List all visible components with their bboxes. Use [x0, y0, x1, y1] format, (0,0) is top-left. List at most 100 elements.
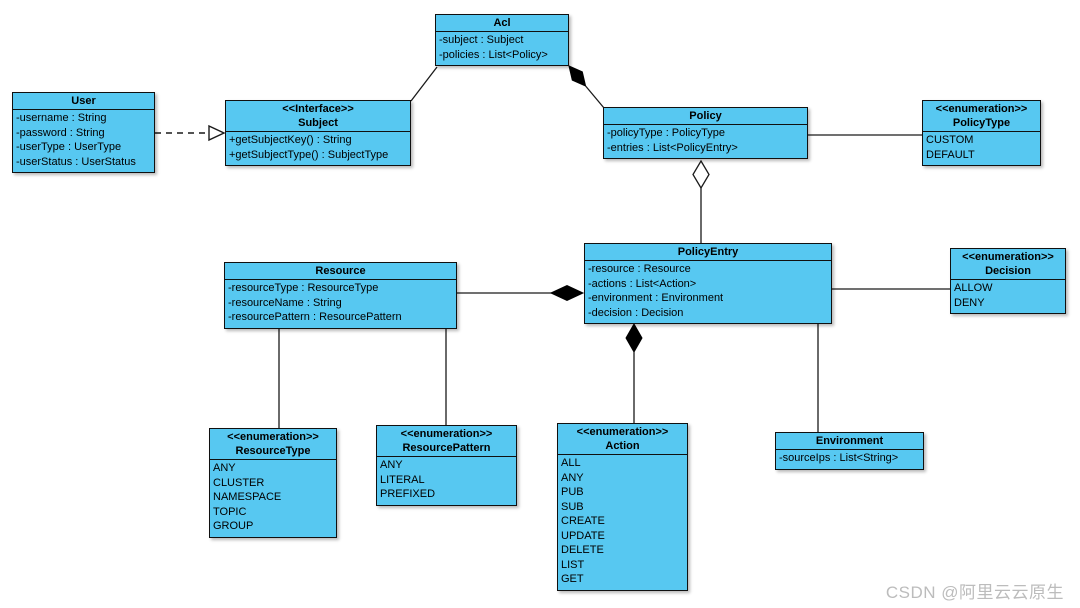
- class-environment-members: -sourceIps : List<String>: [776, 450, 923, 469]
- hollow-diamond-icon: [692, 159, 710, 190]
- class-name: User: [71, 95, 96, 107]
- attribute: -sourceIps : List<String>: [779, 452, 899, 464]
- class-subject-header: <<Interface>> Subject: [226, 101, 410, 132]
- attribute: -subject : Subject: [439, 34, 524, 46]
- enum-value: NAMESPACE: [213, 491, 282, 503]
- class-environment-header: Environment: [776, 433, 923, 450]
- class-name: Subject: [298, 117, 338, 129]
- class-environment: Environment -sourceIps : List<String>: [775, 432, 924, 470]
- class-resource: Resource -resourceType : ResourceType -r…: [224, 262, 457, 329]
- connector-policy-policyentry-aggregation: [692, 159, 710, 243]
- attribute: -userStatus : UserStatus: [16, 155, 136, 168]
- enum-value: ANY: [380, 459, 403, 471]
- enum-resourcepattern: <<enumeration>> ResourcePattern ANY LITE…: [376, 425, 517, 506]
- stereotype-label: <<Interface>>: [282, 103, 354, 115]
- csdn-watermark: CSDN @阿里云云原生: [885, 583, 1064, 602]
- class-name: PolicyEntry: [677, 246, 739, 258]
- enum-value: CREATE: [561, 515, 605, 527]
- enum-value: SUB: [561, 500, 584, 513]
- enum-policytype-values: CUSTOM DEFAULT: [923, 132, 1040, 165]
- enum-value: UPDATE: [561, 529, 605, 542]
- attribute: -password : String: [16, 126, 105, 139]
- attribute: -actions : List<Action>: [588, 277, 697, 290]
- class-name: ResourceType: [235, 445, 311, 457]
- attribute: -decision : Decision: [588, 306, 684, 319]
- enum-value: CLUSTER: [213, 476, 265, 489]
- enum-value: DENY: [954, 296, 985, 309]
- enum-value: ANY: [213, 462, 236, 474]
- class-policyentry-header: PolicyEntry: [585, 244, 831, 261]
- class-name: ResourcePattern: [402, 442, 491, 454]
- attribute: -policyType : PolicyType: [607, 127, 725, 139]
- class-acl: Acl -subject : Subject -policies : List<…: [435, 14, 569, 66]
- class-acl-header: Acl: [436, 15, 568, 32]
- stereotype-label: <<enumeration>>: [935, 103, 1028, 115]
- enum-value: ALL: [561, 457, 581, 469]
- attribute: -resourceType : ResourceType: [228, 282, 379, 294]
- enum-policytype: <<enumeration>> PolicyType CUSTOM DEFAUL…: [922, 100, 1041, 166]
- enum-value: LIST: [561, 558, 585, 571]
- enum-decision-values: ALLOW DENY: [951, 280, 1065, 313]
- class-name: Policy: [689, 110, 722, 122]
- enum-decision: <<enumeration>> Decision ALLOW DENY: [950, 248, 1066, 314]
- class-user-header: User: [13, 93, 154, 110]
- filled-diamond-icon: [549, 284, 585, 302]
- class-policy-header: Policy: [604, 108, 807, 125]
- enum-value: ANY: [561, 471, 584, 484]
- class-subject: <<Interface>> Subject +getSubjectKey() :…: [225, 100, 411, 166]
- attribute: -username : String: [16, 112, 107, 124]
- attribute: -userType : UserType: [16, 141, 122, 153]
- class-name: Decision: [985, 265, 1031, 277]
- connector-user-subject-realization: [155, 124, 226, 142]
- class-policy: Policy -policyType : PolicyType -entries…: [603, 107, 808, 159]
- class-name: PolicyType: [952, 117, 1011, 129]
- enum-resourcetype: <<enumeration>> ResourceType ANY CLUSTER…: [209, 428, 337, 538]
- connector-acl-policy-composition: [568, 65, 605, 109]
- class-user-members: -username : String -password : String -u…: [13, 110, 154, 172]
- stereotype-label: <<enumeration>>: [227, 431, 319, 443]
- enum-value: TOPIC: [213, 505, 247, 518]
- method: +getSubjectType() : SubjectType: [229, 148, 389, 161]
- enum-value: ALLOW: [954, 282, 993, 294]
- class-name: Action: [605, 440, 640, 452]
- enum-value: PUB: [561, 486, 584, 498]
- hollow-triangle-arrow-icon: [208, 124, 226, 142]
- stereotype-label: <<enumeration>>: [576, 426, 669, 438]
- class-user: User -username : String -password : Stri…: [12, 92, 155, 173]
- enum-resourcetype-values: ANY CLUSTER NAMESPACE TOPIC GROUP: [210, 460, 336, 537]
- enum-action-header: <<enumeration>> Action: [558, 424, 687, 455]
- attribute: -resource : Resource: [588, 263, 691, 275]
- class-policy-members: -policyType : PolicyType -entries : List…: [604, 125, 807, 158]
- attribute: -entries : List<PolicyEntry>: [607, 141, 738, 154]
- enum-value: CUSTOM: [926, 134, 974, 146]
- connector-policyentry-action-composition: [625, 322, 643, 423]
- method: +getSubjectKey() : String: [229, 134, 352, 146]
- enum-resourcepattern-header: <<enumeration>> ResourcePattern: [377, 426, 516, 457]
- stereotype-label: <<enumeration>>: [962, 251, 1054, 263]
- attribute: -resourceName : String: [228, 296, 342, 309]
- attribute: -policies : List<Policy>: [439, 48, 548, 61]
- enum-action: <<enumeration>> Action ALL ANY PUB SUB C…: [557, 423, 688, 591]
- enum-decision-header: <<enumeration>> Decision: [951, 249, 1065, 280]
- connector-policyentry-resource-composition: [457, 284, 585, 302]
- connector-subject-acl-association: [410, 66, 438, 102]
- filled-diamond-icon: [625, 322, 643, 354]
- class-subject-members: +getSubjectKey() : String +getSubjectTyp…: [226, 132, 410, 165]
- enum-value: DEFAULT: [926, 148, 975, 161]
- filled-diamond-icon: [568, 65, 587, 87]
- enum-value: PREFIXED: [380, 488, 436, 500]
- enum-resourcepattern-values: ANY LITERAL PREFIXED: [377, 457, 516, 505]
- class-name: Environment: [815, 435, 884, 447]
- class-acl-members: -subject : Subject -policies : List<Poli…: [436, 32, 568, 65]
- class-policyentry: PolicyEntry -resource : Resource -action…: [584, 243, 832, 324]
- enum-value: LITERAL: [380, 473, 425, 486]
- stereotype-label: <<enumeration>>: [400, 428, 493, 440]
- class-name: Acl: [493, 17, 511, 29]
- enum-value: GROUP: [213, 520, 254, 532]
- enum-action-values: ALL ANY PUB SUB CREATE UPDATE DELETE LIS…: [558, 455, 687, 590]
- class-policyentry-members: -resource : Resource -actions : List<Act…: [585, 261, 831, 323]
- class-resource-members: -resourceType : ResourceType -resourceNa…: [225, 280, 456, 328]
- class-name: Resource: [315, 265, 366, 277]
